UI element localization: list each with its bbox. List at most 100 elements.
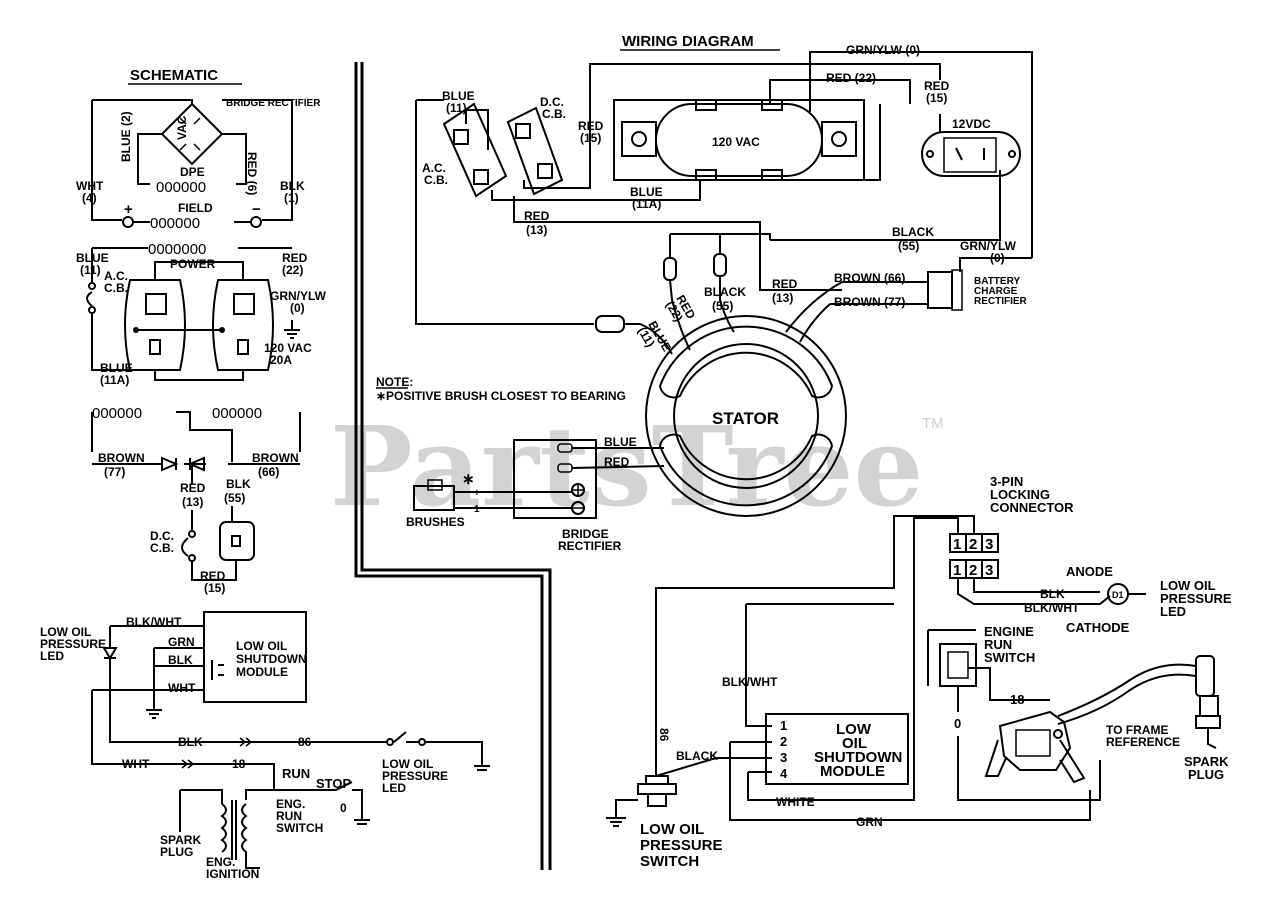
dpe-label: DPE [180,165,205,179]
blk-wht-left-label: BLK/WHT [722,675,778,689]
svg-text:000000: 000000 [92,405,142,422]
schematic-bridge-rectifier: VAC [160,102,224,166]
bridge-rect-label: BRIDGE RECTIFIER [226,98,321,109]
wiring-section: WIRING DIAGRAM GRN/YLW (0) RED (22) RED(… [376,33,1232,870]
black-label: BLACK [676,749,718,763]
svg-text:1: 1 [780,718,787,733]
svg-text:+: + [474,488,480,499]
stator-label: STATOR [712,409,779,428]
wiring-title: WIRING DIAGRAM [622,33,754,50]
brown-66-wd: BROWN (66) [834,271,905,285]
locking-connector: 1 2 3 1 2 3 [949,533,999,579]
black-55b-wd: BLACK(55) [704,285,746,313]
brown-77-label: BROWN(77) [98,451,145,479]
svg-text:0000000: 0000000 [148,241,206,258]
schematic-shutdown-module [203,611,307,703]
grn-ylw-top: GRN/YLW (0) [846,43,920,57]
grn-ylw-0-label: GRN/YLW(0) [270,289,327,315]
cathode-label: CATHODE [1066,620,1130,635]
svg-text:3: 3 [985,562,993,579]
spark-plug-wd [1195,655,1221,749]
blue-bridge: BLUE [604,435,637,449]
brown-77-wd: BROWN (77) [834,295,905,309]
red-22-stator: RED(22) [663,293,698,328]
brown-66-label: BROWN(66) [252,451,299,479]
svg-text:3: 3 [985,536,993,553]
dc-circuit-breaker [506,106,564,196]
blk-55-label: BLK(55) [224,477,251,505]
n0-label: 0 [954,716,961,731]
stator [645,315,847,517]
svg-text:1: 1 [953,562,961,579]
red-22-label: RED(22) [282,251,308,277]
ac-cb-wd: A.C.C.B. [422,161,448,187]
grn-label: GRN [168,635,195,649]
svg-text:2: 2 [969,562,977,579]
blue-11a-wd: BLUE(11A) [630,185,663,211]
shutdown-module [765,713,909,785]
svg-text:2: 2 [969,536,977,553]
low-oil-pressure-switch [606,775,677,827]
ac-circuit-breaker [442,102,508,198]
eng-ignition-label: ENG.IGNITION [206,855,259,881]
svg-text:1: 1 [474,504,480,515]
grn-wd-label: GRN [856,815,883,829]
blk-wd: BLK [1040,587,1065,601]
brushes [413,485,455,511]
bridge-rectifier-block [513,439,597,519]
svg-text:000000: 000000 [212,405,262,422]
red-13-label: RED(13) [180,481,206,509]
zero-label: 0 [340,801,347,815]
vdc12-label: 12VDC [952,117,991,131]
white-label: WHITE [776,795,815,809]
red-15-label: RED(15) [200,569,226,595]
stop-label: STOP [316,776,351,791]
note-text: ∗POSITIVE BRUSH CLOSEST TO BEARING [376,389,626,403]
battery-charge-rectifier [927,271,953,309]
run-label: RUN [282,766,310,781]
svg-text:D1: D1 [1112,590,1124,600]
svg-text:1: 1 [953,536,961,553]
blue-2-label: BLUE (2) [119,111,133,162]
minus-sign: − [252,201,261,218]
red-15-right: RED(15) [924,79,950,105]
blk-label: BLK [168,653,193,667]
svg-text:2: 2 [780,734,787,749]
schematic-outlets [124,261,274,381]
black-55-wd: BLACK(55) [892,225,934,253]
svg-text:000000: 000000 [156,179,206,196]
wht-4-label: WHT(4) [76,179,104,205]
brushes-label: BRUSHES [406,515,465,529]
note-title: NOTE: [376,375,413,389]
receptacle-12vdc [921,131,1021,177]
blue-11-wd: BLUE(11) [442,89,475,115]
grn-ylw-wd: GRN/YLW(0) [960,239,1017,265]
field-label: FIELD [178,201,213,215]
plus-sign: + [124,201,133,218]
schematic-section: SCHEMATIC VAC BRIDGE RECTIFIER BLUE (2) … [40,67,490,881]
asterisk: ∗ [462,471,475,488]
red-13-wd: RED(13) [524,209,550,237]
watermark-tm: TM [922,415,944,432]
svg-text:VAC: VAC [175,115,189,140]
ignition-module [984,710,1086,784]
engine-run-switch [939,643,977,687]
red-13b-wd: RED(13) [772,277,798,305]
red-bridge: RED [604,455,630,469]
